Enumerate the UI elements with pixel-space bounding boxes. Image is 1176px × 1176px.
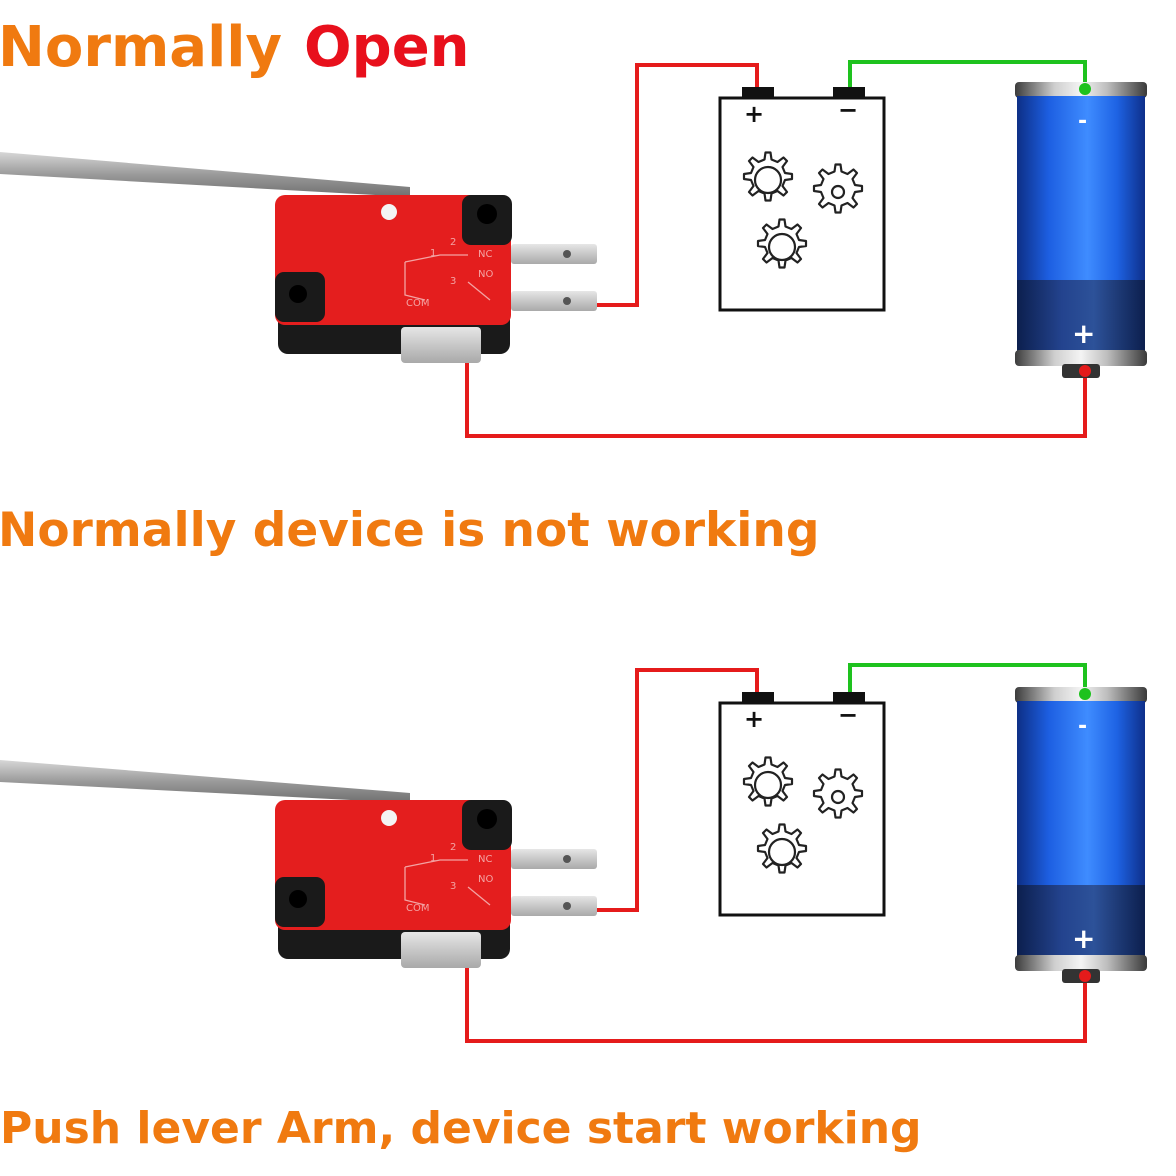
wire-red-switch-to-battery — [465, 352, 1087, 438]
pin1-label: 1 — [430, 853, 436, 864]
com-label: COM — [406, 903, 429, 914]
title-normally: Normally — [0, 15, 282, 80]
wire-red-switch-to-load — [588, 63, 759, 307]
gear-icon — [756, 823, 808, 874]
gear-icon — [812, 163, 864, 214]
caption-normally-not-working: Normally device is not working — [0, 503, 820, 558]
microswitch-lever-icon: 1 2 3 NC NO COM — [0, 152, 597, 363]
pin1-label: 1 — [430, 248, 436, 259]
pin2-label: 2 — [450, 237, 456, 248]
battery-negative-label: - — [1078, 714, 1087, 739]
circuit-bottom: 1 2 3 NC NO COM + − — [0, 663, 1147, 1043]
load-box — [718, 701, 886, 917]
gear-icon — [742, 756, 794, 807]
terminal-nc — [511, 849, 597, 869]
battery-body — [1017, 96, 1145, 280]
caption-push-lever: Push lever Arm, device start working — [0, 1103, 922, 1154]
gear-icon — [756, 218, 808, 269]
lever-arm — [0, 152, 410, 197]
gear-icon — [812, 768, 864, 819]
terminal-com — [401, 932, 481, 968]
load-negative-label: − — [838, 701, 858, 729]
terminal-no — [511, 291, 597, 311]
load-negative-label: − — [838, 96, 858, 124]
battery-body — [1017, 701, 1145, 885]
wire-red-switch-to-load — [588, 668, 759, 912]
terminal-nc — [511, 244, 597, 264]
pin3-label: 3 — [450, 276, 456, 287]
wire-green-load-to-battery — [848, 60, 1087, 90]
switch-body — [275, 195, 511, 325]
load-box — [718, 96, 886, 312]
pin3-label: 3 — [450, 881, 456, 892]
gear-icon — [742, 151, 794, 202]
gear-device-icon: + − — [718, 692, 886, 917]
microswitch-lever-icon: 1 2 3 NC NO COM — [0, 760, 597, 968]
battery-positive-label: + — [1072, 922, 1095, 955]
terminal-com — [401, 327, 481, 363]
com-label: COM — [406, 298, 429, 309]
title-open: Open — [304, 15, 470, 80]
load-positive-label: + — [744, 100, 764, 128]
battery-negative-label: - — [1078, 109, 1087, 134]
terminal-no — [511, 896, 597, 916]
battery-icon: - + — [1015, 687, 1147, 983]
gear-device-icon: + − — [718, 87, 886, 312]
pin2-label: 2 — [450, 842, 456, 853]
no-label: NO — [478, 874, 493, 885]
wire-green-load-to-battery — [848, 663, 1087, 695]
no-label: NO — [478, 269, 493, 280]
switch-body — [275, 800, 511, 930]
wire-red-switch-to-battery — [465, 957, 1087, 1043]
load-positive-label: + — [744, 705, 764, 733]
battery-positive-label: + — [1072, 317, 1095, 350]
lever-arm — [0, 760, 410, 803]
nc-label: NC — [478, 854, 492, 865]
nc-label: NC — [478, 249, 492, 260]
battery-icon: - + — [1015, 82, 1147, 378]
circuit-top: 1 2 3 NC NO COM + − — [0, 60, 1147, 438]
